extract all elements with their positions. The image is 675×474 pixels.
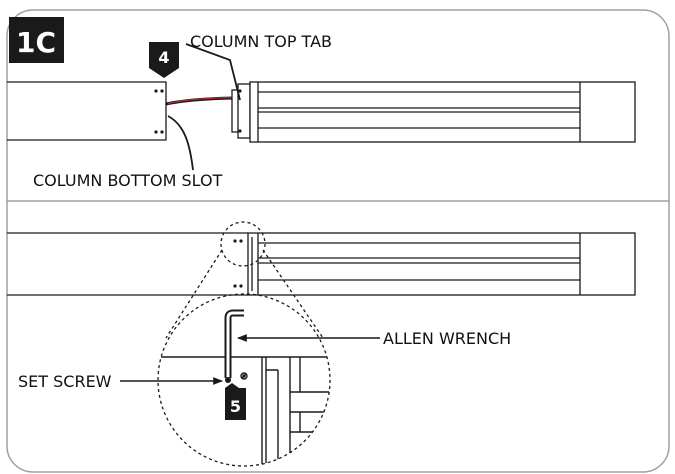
top-tab-leader <box>185 43 241 101</box>
right-column <box>231 81 636 143</box>
label-allen-wrench: ALLEN WRENCH <box>383 329 511 348</box>
bottom-slot-leader <box>167 115 194 171</box>
label-column-bottom-slot: COLUMN BOTTOM SLOT <box>33 171 223 190</box>
callout-5: 5 <box>225 383 246 420</box>
bottom-section <box>7 221 636 339</box>
callout-5-text: 5 <box>230 397 241 416</box>
label-column-top-tab: COLUMN TOP TAB <box>190 32 332 51</box>
callout-4-text: 4 <box>158 48 169 67</box>
callout-4: 4 <box>149 42 179 78</box>
left-column <box>7 81 167 141</box>
label-set-screw: SET SCREW <box>18 372 112 391</box>
step-badge: 1C <box>9 17 64 63</box>
detail-circle-outline <box>157 293 331 467</box>
top-section <box>7 43 636 171</box>
lower-right-column <box>247 232 636 296</box>
set-screw-icon <box>225 377 231 383</box>
step-label: 1C <box>16 26 56 59</box>
detail-source-circle <box>220 221 266 267</box>
